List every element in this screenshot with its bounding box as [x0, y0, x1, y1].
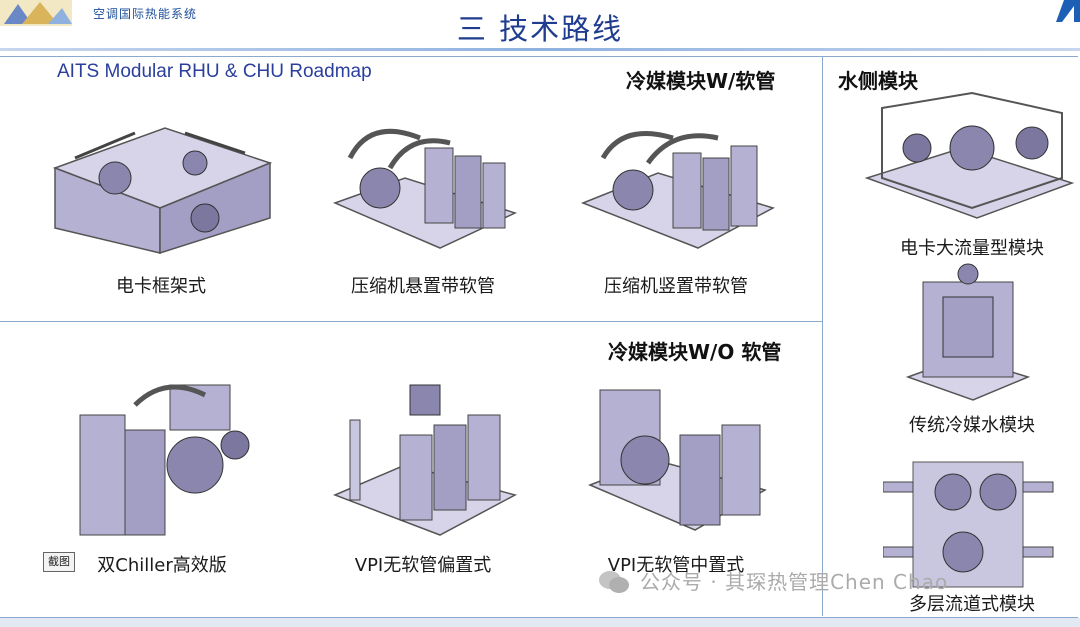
module-image-m4	[79, 384, 250, 536]
header-divider	[0, 48, 1080, 51]
wechat-icon	[599, 571, 629, 593]
caption-m1: 电卡框架式	[116, 276, 206, 297]
module-image-w2	[905, 263, 1031, 401]
company-logo	[0, 0, 72, 26]
screenshot-badge[interactable]: 截图	[43, 552, 75, 572]
caption-w2: 传统冷媒水模块	[909, 415, 1035, 436]
caption-w3: 多层流道式模块	[909, 594, 1035, 615]
caption-m4: 双Chiller高效版	[97, 555, 227, 576]
section-refrigerant-without-hose: 冷媒模块W/O 软管	[608, 340, 782, 364]
module-image-m2	[332, 128, 518, 249]
row-divider	[0, 321, 822, 322]
caption-w1: 电卡大流量型模块	[900, 238, 1044, 259]
module-image-m3	[580, 131, 775, 249]
module-image-m6	[588, 389, 767, 531]
caption-m3: 压缩机竖置带软管	[604, 276, 748, 297]
roadmap-label: AITS Modular RHU & CHU Roadmap	[57, 61, 372, 82]
module-image-w1	[864, 91, 1075, 219]
column-divider	[822, 56, 823, 616]
section-water-side: 水侧模块	[838, 69, 918, 93]
content-frame	[0, 56, 1078, 618]
page-title: 三 技术路线	[456, 12, 624, 46]
slide-header: 空调国际热能系统 三 技术路线	[0, 0, 1080, 51]
module-image-w3	[883, 461, 1054, 588]
company-name: 空调国际热能系统	[93, 7, 198, 21]
caption-m5: VPI无软管偏置式	[354, 555, 492, 576]
caption-m6: VPI无软管中置式	[607, 555, 745, 576]
module-image-m1	[52, 127, 273, 255]
watermark-text: 公众号 · 其琛热管理Chen Chao	[640, 570, 949, 594]
footer-bar	[0, 618, 1080, 627]
brand-mark-icon	[1056, 0, 1080, 22]
section-refrigerant-with-hose: 冷媒模块W/软管	[626, 69, 776, 93]
caption-m2: 压缩机悬置带软管	[351, 276, 495, 297]
module-image-m5	[333, 384, 518, 536]
